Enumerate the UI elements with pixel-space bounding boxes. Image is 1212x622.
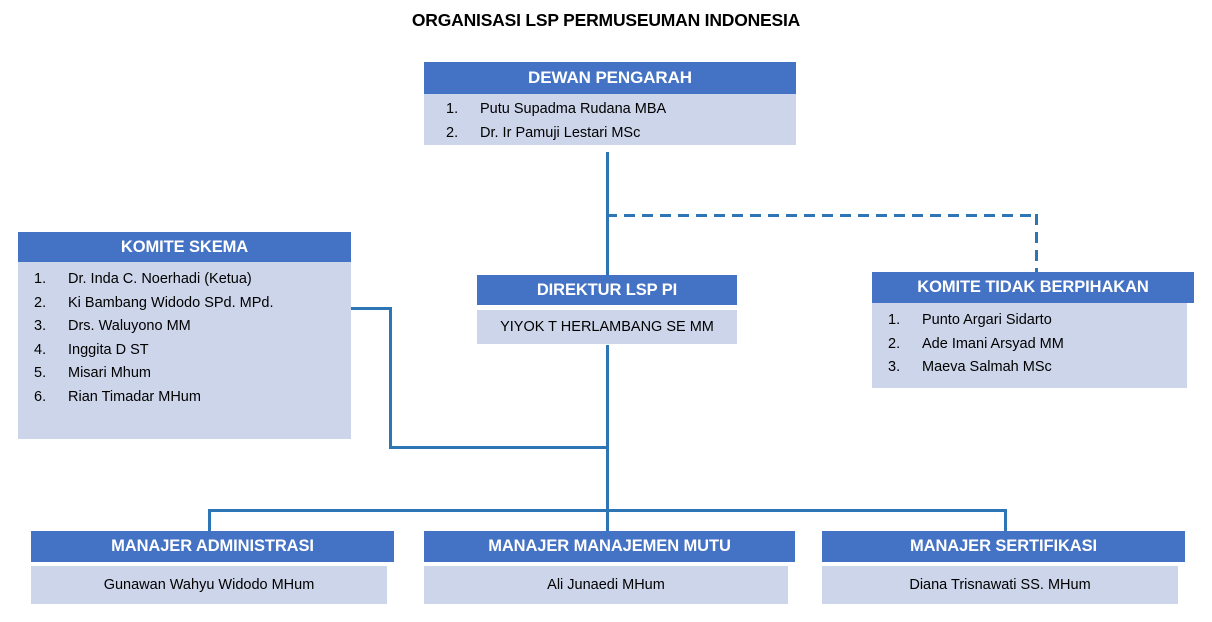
list-item: 3. Drs. Waluyono MM: [34, 319, 351, 334]
list-item: 4. Inggita D ST: [34, 341, 351, 358]
box-dewan-pengarah[interactable]: DEWAN PENGARAH 1. Putu Supadma Rudana MB…: [424, 62, 796, 145]
member-number: 4.: [34, 341, 47, 358]
list-item: 2. Dr. Ir Pamuji Lestari MSc: [446, 124, 796, 141]
box-komite-tidak-berpihakan-body: 1. Punto Argari Sidarto 2. Ade Imani Ars…: [872, 303, 1187, 388]
box-manajer-sertifikasi-header: MANAJER SERTIFIKASI: [822, 531, 1185, 562]
box-dewan-pengarah-header: DEWAN PENGARAH: [424, 62, 796, 94]
box-manajer-administrasi[interactable]: MANAJER ADMINISTRASI Gunawan Wahyu Widod…: [31, 531, 394, 604]
list-item: 1. Putu Supadma Rudana MBA: [446, 102, 796, 117]
komite-tidak-berpihakan-member-list: 1. Punto Argari Sidarto 2. Ade Imani Ars…: [888, 313, 1187, 375]
connector-dashed-vertical-to-komite-tidak-berpihakan: [1035, 214, 1038, 274]
box-komite-tidak-berpihakan[interactable]: KOMITE TIDAK BERPIHAKAN 1. Punto Argari …: [872, 272, 1194, 388]
list-item: 6. Rian Timadar MHum: [34, 388, 351, 405]
member-name: Dr. Ir Pamuji Lestari MSc: [480, 124, 641, 141]
box-manajer-administrasi-occupant: Gunawan Wahyu Widodo MHum: [31, 566, 387, 604]
member-name: Ki Bambang Widodo SPd. MPd.: [68, 294, 274, 311]
member-number: 2.: [446, 124, 459, 141]
connector-dashed-horizontal-to-komite-tidak-berpihakan: [606, 214, 1038, 217]
member-name: Maeva Salmah MSc: [922, 359, 1052, 375]
box-manajer-manajemen-mutu[interactable]: MANAJER MANAJEMEN MUTU Ali Junaedi MHum: [424, 531, 795, 604]
box-komite-skema-header: KOMITE SKEMA: [18, 232, 351, 262]
member-number: 6.: [34, 388, 47, 405]
member-name: Ade Imani Arsyad MM: [922, 335, 1064, 352]
box-manajer-manajemen-mutu-occupant: Ali Junaedi MHum: [424, 566, 788, 604]
list-item: 2. Ki Bambang Widodo SPd. MPd.: [34, 294, 351, 311]
list-item: 1. Punto Argari Sidarto: [888, 313, 1187, 328]
list-item: 3. Maeva Salmah MSc: [888, 360, 1187, 375]
connector-drop-manajer-sertifikasi: [1004, 509, 1007, 532]
member-name: Putu Supadma Rudana MBA: [480, 101, 667, 117]
box-manajer-sertifikasi[interactable]: MANAJER SERTIFIKASI Diana Trisnawati SS.…: [822, 531, 1185, 604]
member-number: 5.: [34, 365, 47, 381]
connector-komite-skema-vertical: [389, 307, 392, 449]
box-komite-skema-body: 1. Dr. Inda C. Noerhadi (Ketua) 2. Ki Ba…: [18, 262, 351, 439]
member-number: 3.: [888, 359, 901, 375]
member-name: Rian Timadar MHum: [68, 388, 201, 405]
page-title: ORGANISASI LSP PERMUSEUMAN INDONESIA: [411, 10, 801, 30]
box-manajer-sertifikasi-occupant: Diana Trisnawati SS. MHum: [822, 566, 1178, 604]
member-name: Inggita D ST: [68, 341, 149, 358]
box-direktur-lsp-pi[interactable]: DIREKTUR LSP PI YIYOK T HERLAMBANG SE MM: [477, 275, 737, 344]
dewan-pengarah-member-list: 1. Putu Supadma Rudana MBA 2. Dr. Ir Pam…: [446, 102, 796, 140]
connector-komite-skema-stub: [350, 307, 392, 310]
box-manajer-administrasi-header: MANAJER ADMINISTRASI: [31, 531, 394, 562]
komite-skema-member-list: 1. Dr. Inda C. Noerhadi (Ketua) 2. Ki Ba…: [34, 272, 351, 404]
connector-drop-manajer-manajemen-mutu: [606, 509, 609, 532]
member-number: 1.: [34, 271, 47, 287]
member-name: Punto Argari Sidarto: [922, 312, 1052, 328]
member-name: Dr. Inda C. Noerhadi (Ketua): [68, 271, 252, 287]
member-number: 1.: [446, 101, 459, 117]
box-direktur-occupant: YIYOK T HERLAMBANG SE MM: [477, 310, 737, 344]
member-number: 1.: [888, 312, 901, 328]
member-number: 3.: [34, 318, 47, 334]
member-number: 2.: [888, 335, 901, 352]
member-number: 2.: [34, 294, 47, 311]
box-dewan-pengarah-body: 1. Putu Supadma Rudana MBA 2. Dr. Ir Pam…: [424, 94, 796, 145]
member-name: Misari Mhum: [68, 365, 151, 381]
connector-direktur-to-managers-trunk: [606, 345, 609, 512]
connector-komite-skema-to-trunk: [389, 446, 609, 449]
box-komite-tidak-berpihakan-header: KOMITE TIDAK BERPIHAKAN: [872, 272, 1194, 303]
box-manajer-manajemen-mutu-header: MANAJER MANAJEMEN MUTU: [424, 531, 795, 562]
list-item: 2. Ade Imani Arsyad MM: [888, 335, 1187, 352]
list-item: 1. Dr. Inda C. Noerhadi (Ketua): [34, 272, 351, 287]
member-name: Drs. Waluyono MM: [68, 318, 191, 334]
list-item: 5. Misari Mhum: [34, 366, 351, 381]
box-komite-skema[interactable]: KOMITE SKEMA 1. Dr. Inda C. Noerhadi (Ke…: [18, 232, 351, 439]
connector-drop-manajer-administrasi: [208, 509, 211, 532]
box-direktur-header: DIREKTUR LSP PI: [477, 275, 737, 305]
